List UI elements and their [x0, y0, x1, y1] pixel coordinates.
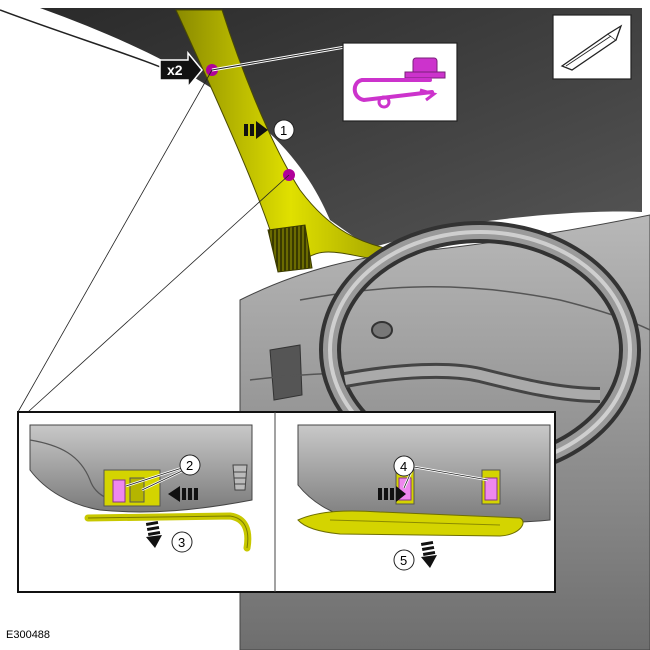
zoom-line-right [27, 174, 290, 413]
callout-number-2: 2 [186, 458, 193, 473]
pin-clip-icon [352, 57, 446, 109]
push-left-arrow-icon [168, 486, 198, 502]
callout-number-4: 4 [400, 459, 407, 474]
push-right-arrow-icon [378, 486, 406, 502]
quantity-callout: x2 [159, 50, 203, 90]
detail-panel: 2 3 [17, 411, 556, 593]
pillar-vent [267, 224, 313, 273]
callout-number-1: 1 [280, 123, 287, 138]
steering-wheel [319, 221, 641, 479]
clip-left [112, 479, 126, 503]
detail-view-right: 4 5 [297, 424, 551, 571]
clip-right-b [484, 477, 498, 501]
trim-removal-tool-icon [552, 14, 632, 80]
pull-down-arrow-icon-right [420, 540, 437, 568]
pull-down-arrow-icon [145, 520, 162, 548]
callout-number-3: 3 [178, 535, 185, 550]
figure-id: E300488 [6, 629, 51, 641]
quantity-label: x2 [167, 62, 183, 78]
callout-step-1: 1 [244, 119, 295, 141]
callout-step-3: 3 [145, 520, 193, 553]
callout-step-2: 2 [125, 454, 201, 492]
windshield [40, 8, 642, 248]
callout-step-5: 5 [393, 540, 437, 571]
callout-step-4: 4 [393, 455, 489, 489]
trim-bar-right [297, 510, 524, 537]
push-arrow-icon [244, 121, 268, 139]
clip-detail-box [342, 42, 458, 122]
callout-number-5: 5 [400, 553, 407, 568]
zoom-line-left [17, 69, 213, 413]
dash-vent-left [269, 344, 303, 401]
detail-view-left: 2 3 [29, 424, 253, 553]
